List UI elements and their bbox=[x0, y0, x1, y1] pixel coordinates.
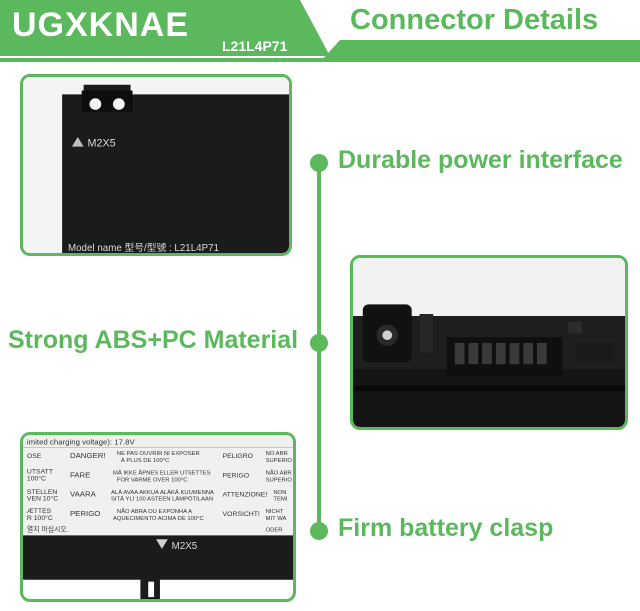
warning-text: 열지 마십시오. bbox=[27, 525, 69, 534]
warning-text: NE PAS OUVRIR NI EXPOSER bbox=[117, 451, 200, 457]
title-banner bbox=[320, 40, 640, 62]
warning-text: NO ABR bbox=[266, 451, 288, 457]
screw-label-bottom: M2X5 bbox=[172, 541, 198, 552]
voltage-line: imited charging voltage): 17.8V bbox=[27, 438, 136, 447]
photo-abs-material bbox=[350, 255, 628, 430]
warning-text: NICHT bbox=[266, 509, 284, 515]
battery-top-photo: M2X5 Model name 型号/型號 : L21L4P71 bbox=[23, 77, 289, 253]
timeline-dot bbox=[310, 522, 328, 540]
warning-text: VAARA bbox=[70, 490, 97, 499]
warning-text: DANGER! bbox=[70, 451, 106, 460]
warning-text: PELIGRO bbox=[223, 453, 253, 460]
warning-text: NÃO ABR bbox=[266, 470, 292, 477]
feature-abs-material: Strong ABS+PC Material bbox=[8, 326, 299, 354]
feature-durable-interface: Durable power interface bbox=[338, 146, 623, 174]
screw-label-top: M2X5 bbox=[88, 138, 116, 150]
header: UGXKNAE L21L4P71 Connector Details bbox=[0, 0, 640, 62]
warning-text: STELLEN bbox=[27, 489, 58, 496]
warning-text: PERIGO bbox=[223, 472, 250, 479]
warning-text: UTSATT bbox=[27, 469, 53, 476]
feature-battery-clasp: Firm battery clasp bbox=[338, 514, 554, 542]
model-line: Model name 型号/型號 : L21L4P71 bbox=[68, 241, 219, 253]
warning-text: MIT WA bbox=[266, 516, 287, 522]
warning-text: PERIGO bbox=[70, 509, 100, 518]
timeline-dot bbox=[310, 334, 328, 352]
warning-label-photo: imited charging voltage): 17.8V OSE DANG… bbox=[23, 435, 293, 599]
photo-durable-interface: M2X5 Model name 型号/型號 : L21L4P71 bbox=[20, 74, 292, 256]
warning-text: ÆTTES bbox=[27, 508, 52, 515]
warning-text: SITÄ YLI 100 ASTEEN LÄMPÖTILAAN bbox=[111, 496, 213, 503]
warning-text: SUPERIO bbox=[266, 458, 293, 464]
connector-photo bbox=[353, 258, 625, 427]
photo-battery-clasp: imited charging voltage): 17.8V OSE DANG… bbox=[20, 432, 296, 602]
warning-text: NON bbox=[273, 490, 286, 496]
warning-text: VORSICHT! bbox=[223, 511, 260, 518]
warning-text: 100°C bbox=[27, 474, 46, 482]
warning-text: VEN 10°C bbox=[27, 495, 58, 503]
brand-logo: UGXKNAE bbox=[12, 6, 190, 44]
brand-banner bbox=[0, 0, 330, 56]
warning-text: SUPERIO bbox=[266, 477, 293, 483]
warning-text: FARE bbox=[70, 470, 90, 479]
warning-text: ATTENZIONE! bbox=[223, 492, 268, 499]
warning-text: AQUECIMENTO ACIMA DE 100°C bbox=[113, 516, 204, 522]
warning-text: ALÄ AVAA AKKUA ALÄKÄ KUUMENNA bbox=[111, 489, 214, 496]
warning-text: R 100°C bbox=[27, 514, 53, 522]
header-divider bbox=[0, 58, 330, 62]
warning-text: OSE bbox=[27, 453, 42, 460]
warning-text: ODER bbox=[266, 527, 283, 533]
warning-text: TEMI bbox=[273, 497, 287, 503]
model-number: L21L4P71 bbox=[222, 38, 288, 54]
timeline-dot bbox=[310, 154, 328, 172]
warning-text: MÅ IKKE ÅPNES ELLER UTSETTES bbox=[113, 470, 211, 477]
warning-text: FOR VARME OVER 100°C bbox=[117, 477, 188, 483]
page-title: Connector Details bbox=[350, 4, 599, 36]
warning-text: À PLUS DE 100°C bbox=[121, 457, 170, 464]
warning-text: NÃO ABRA OU EXPONHA A bbox=[117, 508, 192, 515]
